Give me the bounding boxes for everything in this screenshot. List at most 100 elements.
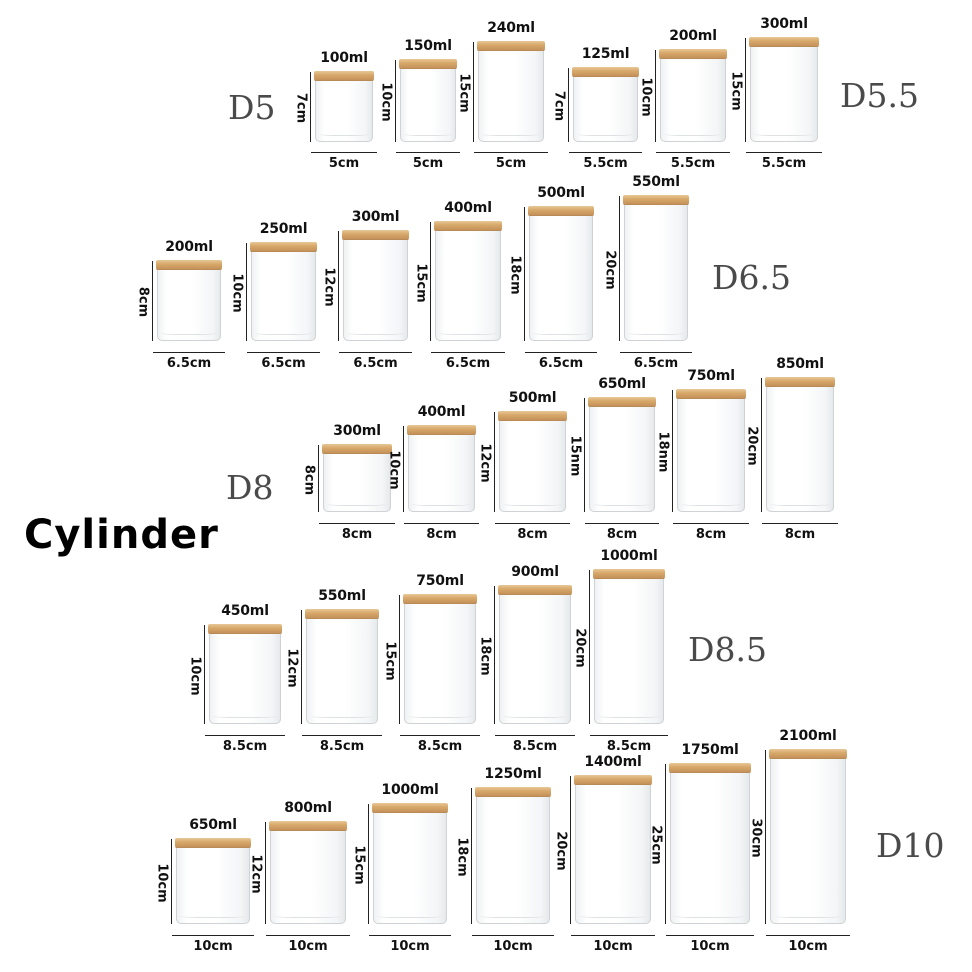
capacity-label: 450ml (221, 603, 269, 619)
capacity-label: 550ml (318, 588, 366, 604)
diameter-label: 8.5cm (512, 739, 558, 754)
bamboo-lid (342, 230, 409, 239)
height-dimension-line (568, 68, 569, 142)
diameter-label: 8.5cm (606, 739, 652, 754)
width-dimension-line (172, 935, 254, 936)
height-dimension-line (584, 398, 585, 512)
bamboo-lid (399, 59, 457, 68)
diameter-label: 5cm (495, 156, 527, 171)
height-label: 15cm (456, 73, 472, 113)
jar-glass-body (373, 806, 447, 924)
size-group-label: D8.5 (688, 630, 767, 669)
jar-glass-body (594, 572, 664, 724)
width-dimension-line (766, 935, 850, 936)
height-dimension-line (318, 445, 319, 512)
diameter-label: 8.5cm (319, 739, 365, 754)
jar-glass-body (660, 52, 726, 142)
bamboo-lid (156, 260, 222, 269)
bamboo-lid (669, 763, 751, 772)
height-label: 18cm (477, 636, 493, 676)
bamboo-lid (403, 594, 477, 603)
bamboo-lid (749, 37, 819, 46)
height-label: 12cm (477, 443, 493, 483)
jar-glass-body (589, 400, 655, 512)
height-dimension-line (399, 595, 400, 724)
height-label: 8cm (301, 464, 317, 495)
width-dimension-line (746, 152, 822, 153)
diameter-label: 10cm (690, 939, 730, 954)
jar-glass-body (400, 62, 456, 142)
diameter-label: 8cm (517, 527, 548, 542)
bamboo-lid (765, 377, 835, 386)
width-dimension-line (266, 935, 350, 936)
height-label: 12cm (284, 648, 300, 688)
jar-glass-body (176, 841, 250, 924)
capacity-label: 240ml (487, 20, 535, 36)
height-label: 7cm (551, 90, 567, 122)
width-dimension-line (404, 523, 479, 524)
height-label: 18cm (454, 837, 470, 877)
capacity-label: 550ml (632, 174, 680, 190)
jar-glass-body (677, 392, 745, 512)
width-dimension-line (369, 935, 451, 936)
bamboo-lid (372, 803, 448, 812)
capacity-label: 150ml (404, 38, 452, 54)
width-dimension-line (666, 935, 754, 936)
height-label: 10cm (386, 450, 402, 490)
bamboo-lid (588, 397, 656, 406)
capacity-label: 200ml (669, 28, 717, 44)
bamboo-lid (498, 585, 572, 594)
bamboo-lid (305, 609, 379, 618)
diameter-label: 5.5cm (670, 156, 716, 171)
capacity-label: 300ml (351, 209, 400, 225)
jar-glass-body (251, 245, 316, 341)
diameter-label: 10cm (390, 939, 430, 954)
height-label: 10cm (638, 77, 654, 117)
diameter-label: 10cm (288, 939, 328, 954)
diameter-label: 8.5cm (417, 739, 463, 754)
bamboo-lid (572, 67, 639, 76)
bamboo-lid (623, 195, 689, 204)
width-dimension-line (247, 352, 320, 353)
height-label: 20cm (572, 628, 588, 668)
height-label: 25cm (648, 825, 664, 865)
height-label: 15cm (382, 640, 398, 681)
capacity-label: 200ml (165, 239, 213, 255)
capacity-label: 850ml (776, 356, 824, 372)
capacity-label: 1000ml (381, 782, 439, 798)
width-dimension-line (153, 352, 225, 353)
diameter-label: 8cm (606, 527, 638, 542)
height-dimension-line (672, 390, 673, 512)
diameter-label: 10cm (493, 939, 533, 954)
diameter-label: 8cm (695, 527, 727, 542)
height-dimension-line (368, 804, 369, 924)
jar-glass-body (404, 597, 476, 724)
height-dimension-line (310, 72, 311, 142)
width-dimension-line (656, 152, 730, 153)
jar-glass-body (766, 380, 834, 512)
bamboo-lid (498, 411, 567, 420)
diameter-label: 10cm (193, 939, 233, 954)
jar-glass-body (209, 627, 281, 724)
bamboo-lid (434, 221, 502, 230)
bamboo-lid (475, 787, 551, 796)
height-label: 15cm (728, 71, 744, 111)
jar-glass-body (499, 588, 571, 724)
diameter-label: 6.5cm (353, 356, 398, 371)
width-dimension-line (472, 935, 554, 936)
diameter-label: 6.5cm (166, 356, 212, 371)
diameter-label: 6.5cm (538, 356, 584, 371)
height-label: 10cm (154, 862, 170, 903)
bamboo-lid (676, 389, 746, 398)
height-dimension-line (619, 196, 620, 341)
diameter-label: 6.5cm (633, 356, 679, 371)
size-group-label: D8 (226, 468, 274, 507)
bamboo-lid (314, 71, 374, 80)
jar-glass-body (750, 40, 818, 142)
capacity-label: 125ml (581, 46, 630, 62)
width-dimension-line (205, 735, 285, 736)
jar-glass-body (624, 198, 688, 341)
bamboo-lid (175, 838, 251, 847)
capacity-label: 500ml (537, 185, 585, 201)
